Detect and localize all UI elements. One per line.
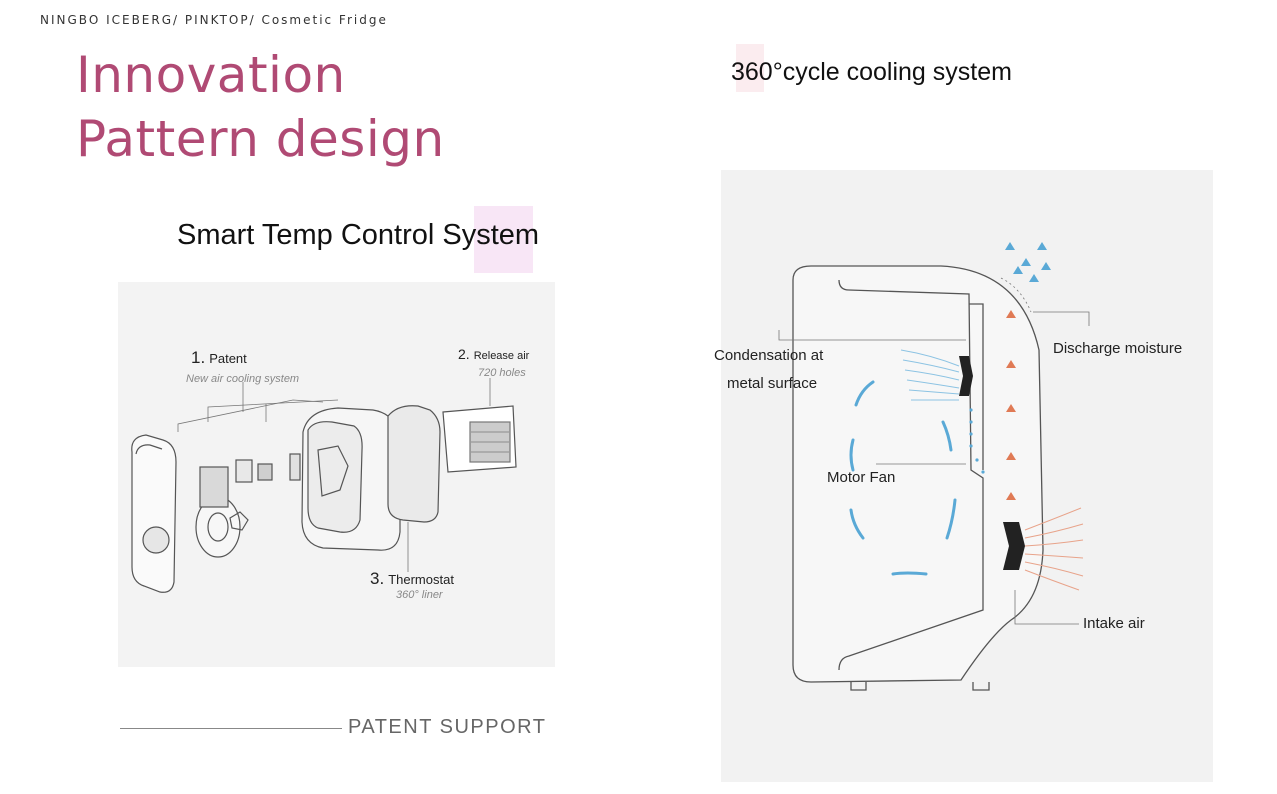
label-intake-air: Intake air <box>1083 615 1145 632</box>
page-title-line2: Pattern design <box>76 110 445 168</box>
breadcrumb: NINGBO ICEBERG/ PINKTOP/ Cosmetic Fridge <box>40 13 388 27</box>
callout-number: 1. <box>191 348 206 367</box>
highlight-mark <box>736 44 764 92</box>
highlight-mark <box>474 206 533 273</box>
smart-temp-heading: Smart Temp Control System <box>177 219 540 251</box>
cooling-system-heading: 360°cycle cooling system <box>731 58 1012 86</box>
callout-release-air: 2.Release air <box>458 346 529 364</box>
exploded-fridge-illustration <box>131 378 517 593</box>
callout-number: 2. <box>458 346 470 362</box>
callout-thermostat: 3.Thermostat <box>370 569 454 589</box>
label-motor-fan: Motor Fan <box>827 469 896 486</box>
callout-sub: 360° liner <box>396 589 443 601</box>
cooling-airflow-illustration <box>778 242 1090 691</box>
label-metal-surface: metal surface <box>727 375 818 392</box>
callout-name: Thermostat <box>388 572 454 587</box>
exploded-view-diagram: 1.Patent New air cooling system 2.Releas… <box>118 282 555 667</box>
callout-number: 3. <box>370 569 385 588</box>
page-title-line1: Innovation <box>76 46 346 104</box>
cooling-cross-section-diagram: Condensation at metal surface Discharge … <box>714 170 1213 782</box>
callout-sub: 720 holes <box>478 367 526 379</box>
callout-name: Release air <box>473 350 530 362</box>
patent-support-label: PATENT SUPPORT <box>348 716 547 738</box>
label-discharge-moisture: Discharge moisture <box>1053 340 1183 357</box>
label-condensation: Condensation at <box>714 347 824 364</box>
callout-sub: New air cooling system <box>186 373 300 385</box>
callout-name: Patent <box>209 351 247 366</box>
callout-patent: 1.Patent <box>191 348 247 368</box>
divider <box>120 728 342 729</box>
